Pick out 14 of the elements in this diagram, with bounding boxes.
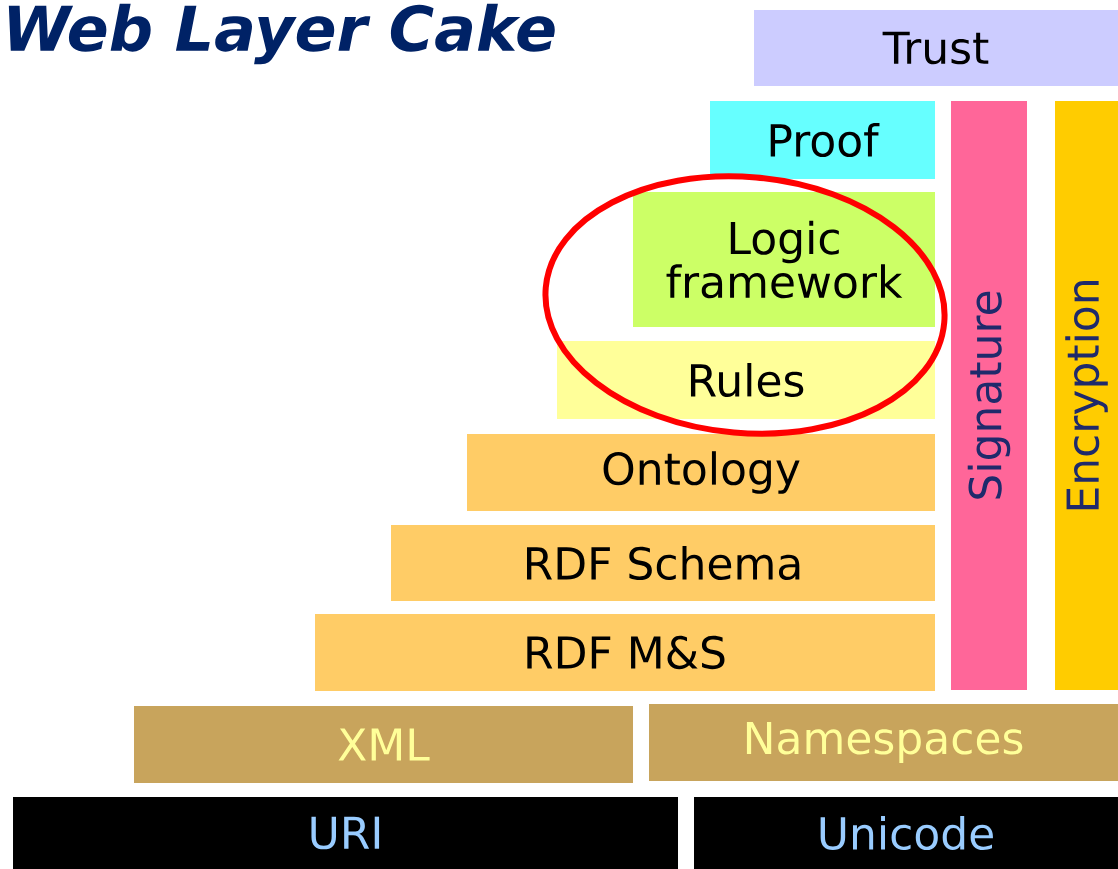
layer-box: Rules (557, 341, 935, 419)
layer-box: URI (13, 797, 678, 869)
layer-box: RDF M&S (315, 614, 935, 691)
layer-box: Namespaces (649, 704, 1118, 781)
layer-box: Ontology (467, 434, 935, 511)
layer-box: RDF Schema (391, 525, 935, 601)
layer-bar: Signature (951, 101, 1027, 690)
layer-box: XML (134, 706, 633, 783)
title: Web Layer Cake (8, 3, 555, 65)
layer-box: Logic framework (633, 192, 935, 327)
layer-box: Unicode (694, 797, 1118, 869)
layer-box: Proof (710, 101, 935, 179)
layer-box: Trust (754, 10, 1118, 86)
layer-bar: Encryption (1055, 101, 1118, 690)
